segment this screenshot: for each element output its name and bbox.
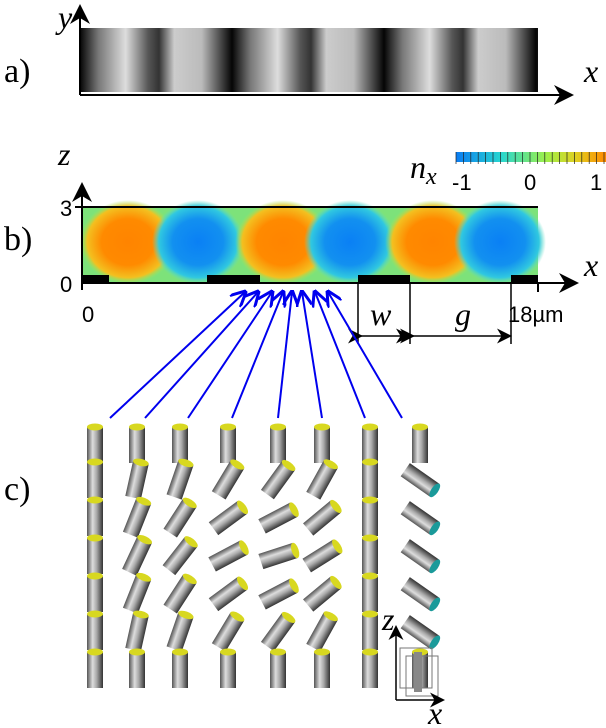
liquid-crystal-cylinder	[270, 648, 286, 688]
liquid-crystal-cylinder	[314, 423, 330, 463]
liquid-crystal-cylinder	[258, 502, 299, 534]
liquid-crystal-cylinder	[87, 610, 103, 650]
liquid-crystal-cylinder	[400, 577, 441, 612]
liquid-crystal-cylinder	[87, 648, 103, 688]
colorbar	[456, 152, 606, 162]
mapping-arrow	[144, 292, 258, 419]
director-cylinders	[87, 423, 441, 688]
liquid-crystal-cylinder	[306, 459, 338, 500]
liquid-crystal-cylinder	[400, 615, 441, 650]
liquid-crystal-cylinder	[162, 536, 198, 576]
mapping-arrow	[328, 292, 403, 419]
colorbar-tick: -1	[452, 170, 472, 195]
liquid-crystal-cylinder	[400, 501, 441, 536]
liquid-crystal-cylinder	[208, 540, 249, 572]
liquid-crystal-cylinder	[303, 575, 342, 612]
stripe-pattern	[80, 28, 538, 92]
liquid-crystal-cylinder	[166, 458, 194, 500]
liquid-crystal-cylinder	[362, 648, 378, 688]
liquid-crystal-cylinder	[87, 458, 103, 498]
liquid-crystal-cylinder	[260, 611, 296, 652]
panel-a-label: a)	[4, 53, 30, 90]
liquid-crystal-cylinder	[302, 539, 343, 573]
z-axis-label-b: z	[57, 136, 71, 172]
mapping-arrow	[302, 292, 323, 419]
gap-label: g	[455, 296, 471, 332]
liquid-crystal-cylinder	[270, 423, 286, 463]
liquid-crystal-cylinder	[166, 610, 194, 652]
z-axis-label-c: z	[381, 601, 395, 637]
liquid-crystal-cylinder	[87, 572, 103, 612]
liquid-crystal-cylinder	[87, 423, 103, 463]
liquid-crystal-cylinder	[400, 539, 441, 574]
liquid-crystal-cylinder	[400, 463, 441, 498]
liquid-crystal-cylinder	[412, 423, 428, 463]
liquid-crystal-cylinder	[129, 423, 145, 463]
liquid-crystal-cylinder	[87, 496, 103, 536]
mapping-arrow	[187, 292, 272, 419]
liquid-crystal-cylinder	[125, 458, 149, 500]
x-tick-0: 0	[82, 302, 94, 327]
colorbar-tick: 1	[590, 170, 602, 195]
z-tick-0: 0	[60, 272, 72, 297]
liquid-crystal-cylinder	[172, 423, 188, 463]
liquid-crystal-cylinder	[260, 459, 296, 500]
liquid-crystal-cylinder	[211, 459, 245, 500]
colorbar-tick: 0	[524, 170, 536, 195]
electrodes	[82, 275, 538, 283]
liquid-crystal-cylinder	[125, 610, 149, 652]
liquid-crystal-cylinder	[211, 611, 245, 652]
liquid-crystal-cylinder	[208, 576, 249, 612]
liquid-crystal-cylinder	[362, 534, 378, 574]
x-axis-label-c: x	[427, 695, 442, 728]
liquid-crystal-cylinder	[258, 542, 300, 570]
panel-c-label: c)	[4, 471, 30, 508]
liquid-crystal-cylinder	[314, 648, 330, 688]
liquid-crystal-cylinder	[362, 572, 378, 612]
x-tick-18: 18µm	[508, 302, 563, 327]
mapping-arrows	[109, 292, 403, 419]
liquid-crystal-cylinder	[87, 534, 103, 574]
liquid-crystal-cylinder	[208, 500, 249, 536]
liquid-crystal-cylinder	[163, 573, 197, 614]
liquid-crystal-cylinder	[303, 499, 342, 536]
z-tick-3: 3	[60, 196, 72, 221]
liquid-crystal-cylinder	[362, 496, 378, 536]
liquid-crystal-cylinder	[163, 497, 197, 538]
dimension-lines	[348, 283, 512, 344]
mapping-arrow	[315, 292, 366, 419]
mapping-arrow	[109, 292, 245, 419]
colorbar-label: nx	[410, 149, 437, 190]
axes-c: z x	[381, 601, 445, 728]
liquid-crystal-cylinder	[220, 423, 236, 463]
liquid-crystal-cylinder	[362, 423, 378, 463]
liquid-crystal-cylinder	[258, 578, 299, 610]
liquid-crystal-cylinder	[129, 648, 145, 688]
x-axis-label-a: x	[583, 53, 598, 89]
liquid-crystal-cylinder	[122, 572, 152, 614]
liquid-crystal-cylinder	[122, 496, 152, 538]
mapping-arrow	[277, 292, 292, 419]
x-axis-label-b: x	[583, 247, 598, 283]
field-lobes	[80, 200, 546, 284]
y-axis-label-a: y	[55, 0, 73, 35]
liquid-crystal-cylinder	[220, 648, 236, 688]
electrode-width-label: w	[370, 296, 392, 332]
mapping-arrow	[231, 292, 283, 419]
panel-b-label: b)	[4, 221, 32, 258]
liquid-crystal-cylinder	[306, 611, 338, 652]
liquid-crystal-cylinder	[122, 535, 153, 576]
liquid-crystal-cylinder	[172, 648, 188, 688]
liquid-crystal-cylinder	[362, 610, 378, 650]
liquid-crystal-cylinder	[362, 458, 378, 498]
